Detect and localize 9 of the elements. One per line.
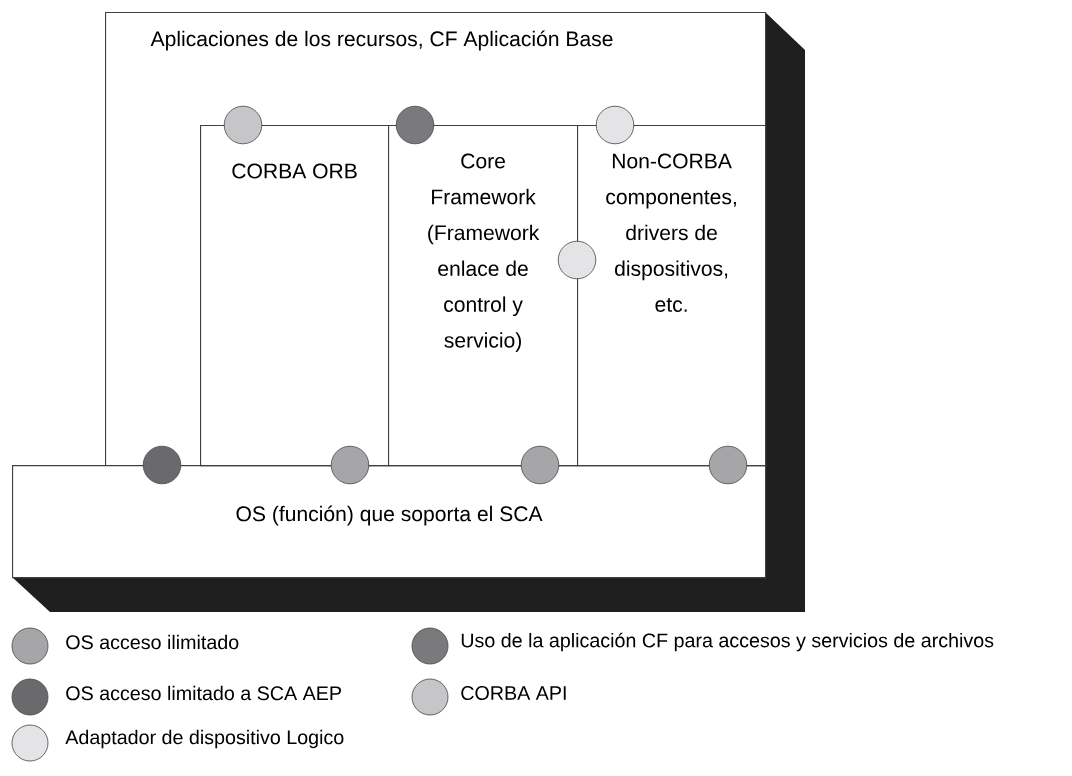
legend-text: CORBA API: [461, 686, 566, 700]
legend-text: Adaptador de dispositivo Logico: [65, 729, 344, 749]
os-box: OS (función) que soporta el SCA: [12, 465, 767, 579]
component-column: Core Framework (Framework enlace de control y servicio): [388, 125, 579, 467]
component-column: Non-CORBA componentes, drivers de dispositivos, etc.: [577, 125, 767, 467]
legend-text: Uso de la aplicación CF para accesos y servicios de archivos: [461, 632, 994, 652]
legend-text: OS acceso ilimitado: [66, 634, 239, 650]
legend-text: OS acceso limitado a SCA AEP: [66, 685, 341, 701]
component-column: CORBA ORB: [200, 125, 390, 467]
